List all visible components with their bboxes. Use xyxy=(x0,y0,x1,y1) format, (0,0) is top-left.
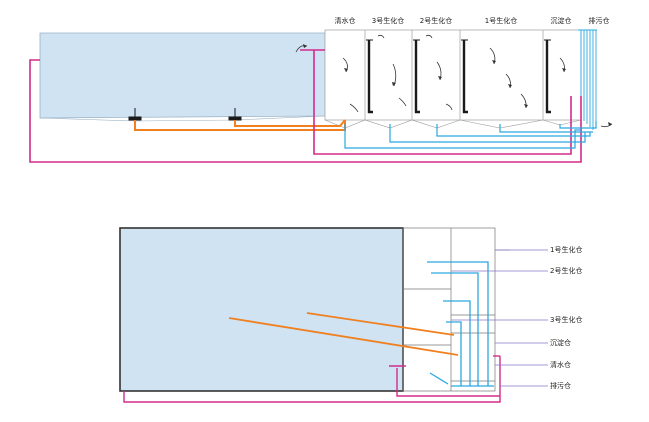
cyan-pipes-plan xyxy=(427,261,494,387)
plan-label-bio-2: 2号生化仓 xyxy=(550,266,582,275)
plan-label-waste: 排污仓 xyxy=(550,381,571,390)
magenta-return-side xyxy=(29,49,582,163)
plan-tank xyxy=(119,227,404,392)
label-bio-3: 3号生化仓 xyxy=(372,16,404,25)
hopper-outline xyxy=(324,119,582,129)
plan-view: 1号生化仓 2号生化仓 3号生化仓 沉淀仓 清水仓 排污仓 xyxy=(119,227,582,403)
label-bio-1: 1号生化仓 xyxy=(485,16,517,25)
cyan-pipes-side xyxy=(344,121,597,149)
orange-pipes-plan xyxy=(228,312,459,356)
baffle-pipes xyxy=(367,40,551,114)
filter-box xyxy=(324,29,582,121)
plan-label-bio-1: 1号生化仓 xyxy=(550,245,582,254)
label-settling: 沉淀仓 xyxy=(551,16,572,25)
plan-label-settling: 沉淀仓 xyxy=(550,338,571,347)
plan-filter-grid xyxy=(402,227,510,392)
label-waste: 排污仓 xyxy=(589,16,610,25)
flow-arrowheads xyxy=(303,44,612,126)
label-clean-water: 清水仓 xyxy=(335,16,356,25)
leader-lines xyxy=(451,249,548,387)
side-view: 清水仓 3号生化仓 2号生化仓 1号生化仓 沉淀仓 排污仓 xyxy=(29,16,613,163)
plan-label-clean-water: 清水仓 xyxy=(550,360,571,369)
tank-water xyxy=(39,32,326,119)
plan-label-bio-3: 3号生化仓 xyxy=(550,315,582,324)
label-bio-2: 2号生化仓 xyxy=(420,16,452,25)
magenta-pipes-plan xyxy=(123,355,501,403)
tank-bottom-line xyxy=(39,115,326,122)
